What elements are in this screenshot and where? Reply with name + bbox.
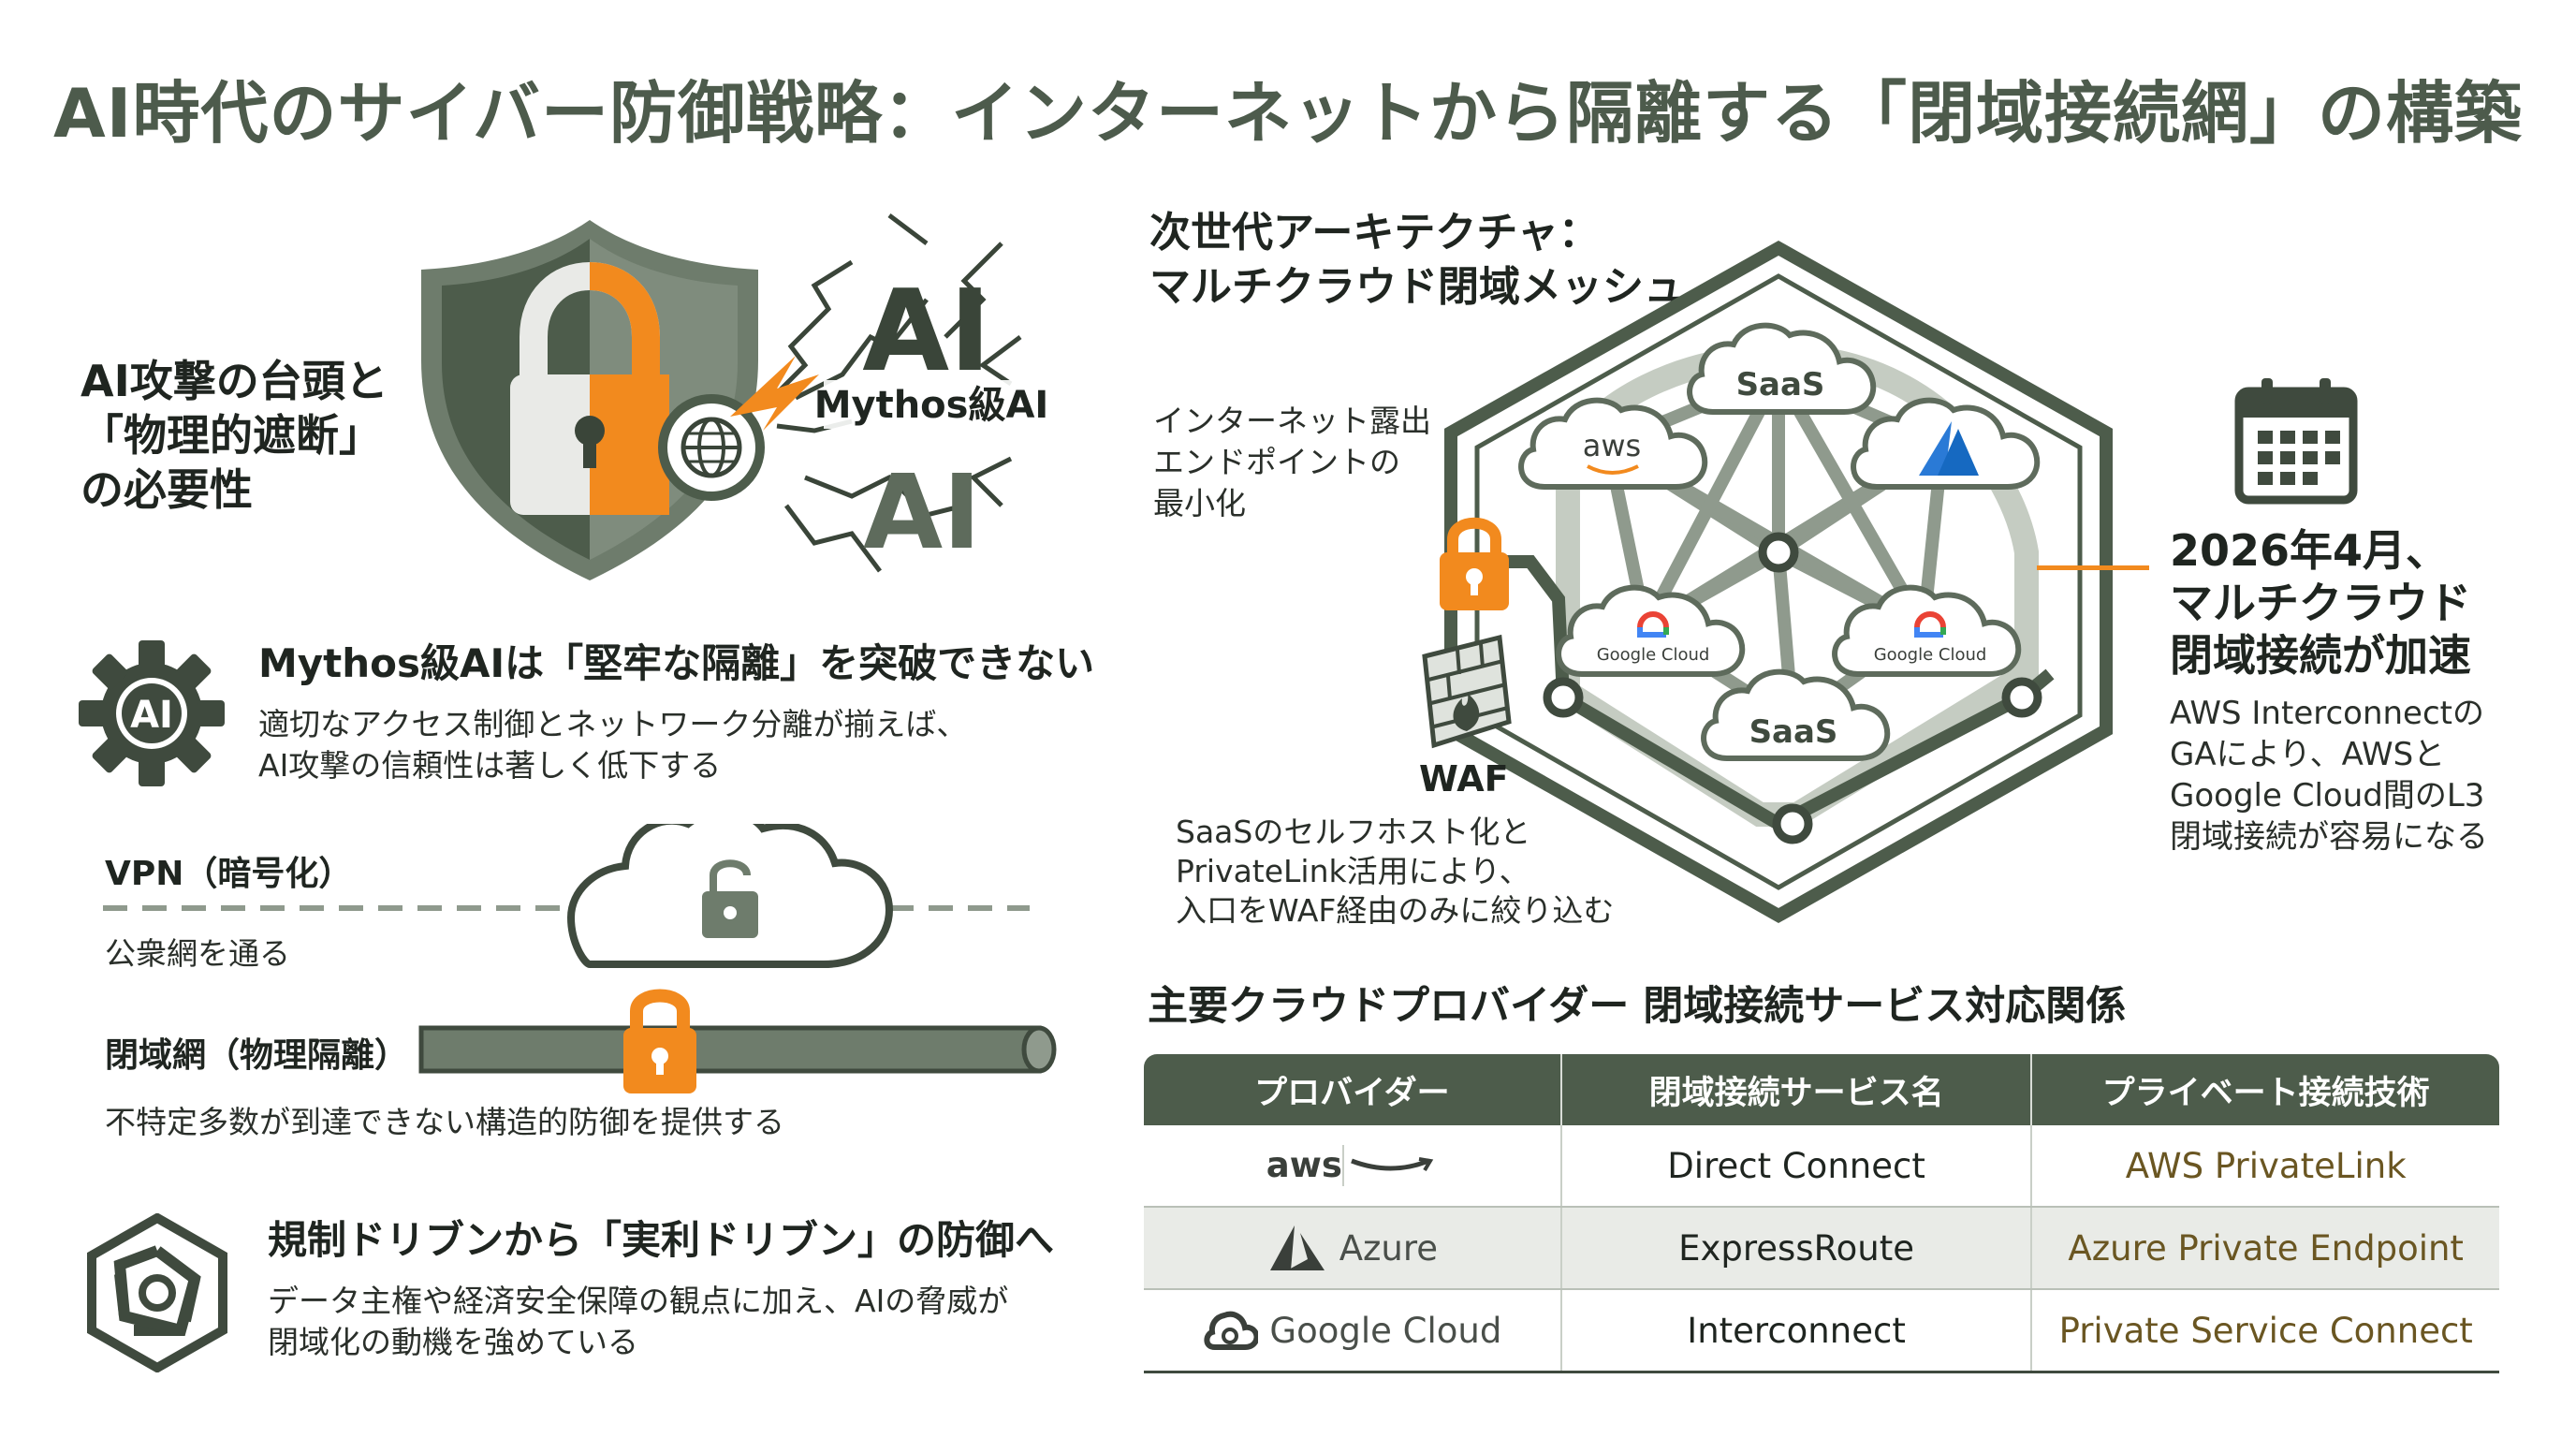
google-cloud-right: Google Cloud [1832, 584, 2022, 677]
news-body-line4: 閉域接続が容易になる [2170, 818, 2488, 856]
waf-label: WAF [1419, 758, 1509, 800]
calendar-icon [2234, 378, 2358, 505]
header-provider: プロバイダー [1144, 1054, 1562, 1125]
private-pipe [418, 1025, 1042, 1074]
table-heading: 主要クラウドプロバイダー 閉域接続サービス対応関係 [1148, 983, 2127, 1030]
tech-cell: AWS PrivateLink [2125, 1145, 2407, 1186]
architecture-heading-line2: マルチクラウド閉域メッシュ [1149, 263, 1685, 311]
provider-cell-azure: Azure [1144, 1208, 1562, 1288]
saas-label-bottom: SaaS [1749, 713, 1838, 751]
google-cloud-logo: Google Cloud [1202, 1310, 1501, 1351]
shield-attack-illustration: AI AI Mythos級AI [421, 213, 1049, 580]
section1-heading-line1: AI攻撃の台頭と [80, 356, 388, 406]
tech-cell: Private Service Connect [2058, 1310, 2473, 1351]
gear-ai-text: AI [130, 694, 173, 737]
architecture-heading: 次世代アーキテクチャ： マルチクラウド閉域メッシュ [1149, 206, 1685, 315]
news-body: AWS Interconnectの GAにより、AWSと Google Clou… [2170, 693, 2488, 858]
multicloud-mesh-diagram: SaaS aws Google Cloud Google Cloud SaaS [1444, 240, 2113, 924]
header-tech: プライベート接続技術 [2101, 1074, 2430, 1112]
internet-note-line1: インターネット露出 [1153, 403, 1431, 439]
section3-heading: 規制ドリブンから「実利ドリブン」の防御へ [268, 1217, 1055, 1263]
globe-icon [658, 394, 765, 501]
internet-note-line3: 最小化 [1153, 485, 1246, 521]
tech-cell: Azure Private Endpoint [2068, 1227, 2464, 1269]
ai-gear-icon: AI [79, 640, 225, 786]
provider-cell-google: Google Cloud [1144, 1290, 1562, 1371]
section1-heading-line3: の必要性 [80, 464, 253, 515]
news-body-line2: GAにより、AWSと [2170, 736, 2446, 773]
ai-large-text-top: AI [862, 267, 991, 397]
aws-cloud: aws [1518, 397, 1708, 490]
google-cloud-logo-icon-right [1914, 611, 1946, 638]
section2-heading: Mythos級AIは「堅牢な隔離」を突破できない [258, 640, 1095, 686]
padlock-icon [510, 261, 669, 515]
cloud-lock-icon [566, 824, 894, 968]
service-cell: Interconnect [1562, 1290, 2033, 1371]
section2-body-line2: AI攻撃の信頼性は著しく低下する [258, 747, 722, 784]
google-cloud-node-label-right: Google Cloud [1874, 645, 1987, 665]
page-title: AI時代のサイバー防御戦略：インターネットから隔離する「閉域接続網」の構築 [52, 74, 2524, 153]
table-header-row: プロバイダー 閉域接続サービス名 プライベート接続技術 [1144, 1054, 2499, 1125]
service-cell: Direct Connect [1562, 1125, 2033, 1206]
header-service: 閉域接続サービス名 [1562, 1054, 2033, 1125]
news-heading-line3: 閉域接続が加速 [2170, 630, 2471, 681]
waf-note: SaaSのセルフホスト化と PrivateLink活用により、 入口をWAF経由… [1176, 813, 1614, 931]
google-cloud-logo-icon [1204, 1311, 1259, 1350]
closed-network-label: 閉域網（物理隔離） [105, 1036, 409, 1075]
table-row: Google Cloud Interconnect Private Servic… [1144, 1290, 2499, 1373]
section2-body-line1: 適切なアクセス制御とネットワーク分離が揃えば、 [258, 706, 968, 742]
aws-smile-icon [1351, 1157, 1434, 1172]
news-heading: 2026年4月、 マルチクラウド 閉域接続が加速 [2170, 524, 2471, 682]
vpn-sub: 公衆網を通る [105, 935, 290, 972]
orange-spark-icon [730, 356, 819, 431]
table-row: Azure ExpressRoute Azure Private Endpoin… [1144, 1208, 2499, 1290]
azure-logo: Azure [1266, 1222, 1438, 1274]
vpn-label: VPN（暗号化） [105, 855, 353, 893]
waf-note-line2: PrivateLink活用により、 [1176, 853, 1530, 889]
network-padlock-icon [1440, 517, 1509, 610]
saas-cloud-bottom: SaaS [1701, 668, 1891, 761]
section3-body: データ主権や経済安全保障の観点に加え、AIの脅威が 閉域化の動機を強めている [268, 1281, 1008, 1363]
azure-cloud [1851, 397, 2041, 490]
service-cell: ExpressRoute [1562, 1208, 2033, 1288]
section2-body: 適切なアクセス制御とネットワーク分離が揃えば、 AI攻撃の信頼性は著しく低下する [258, 704, 967, 786]
provider-cell-aws: aws [1144, 1125, 1562, 1206]
news-body-line3: Google Cloud間のL3 [2170, 777, 2485, 814]
google-cloud-logo-text: Google Cloud [1269, 1310, 1502, 1351]
orange-padlock-icon [623, 989, 696, 1093]
saas-label-top: SaaS [1736, 366, 1825, 404]
news-heading-line1: 2026年4月、 [2170, 525, 2450, 576]
aws-node-label: aws [1583, 428, 1641, 463]
waf-firewall-icon [1422, 634, 1512, 749]
hex-shutter-icon [87, 1213, 227, 1372]
news-pointer-line [2037, 565, 2149, 570]
provider-table: プロバイダー 閉域接続サービス名 プライベート接続技術 aws Direct C… [1144, 1054, 2499, 1373]
section1-heading-line2: 「物理的遮断」 [80, 410, 382, 461]
section3-body-line1: データ主権や経済安全保障の観点に加え、AIの脅威が [268, 1283, 1009, 1319]
news-body-line1: AWS Interconnectの [2170, 695, 2484, 732]
closed-network-sub: 不特定多数が到達できない構造的防御を提供する [105, 1104, 784, 1140]
google-cloud-logo-icon [1637, 611, 1669, 638]
news-heading-line2: マルチクラウド [2170, 578, 2471, 628]
table-row: aws Direct Connect AWS PrivateLink [1144, 1125, 2499, 1208]
azure-logo-icon [1919, 421, 1952, 476]
internet-exposure-note: インターネット露出 エンドポイントの 最小化 [1153, 401, 1431, 524]
waf-note-line1: SaaSのセルフホスト化と [1176, 814, 1531, 850]
google-cloud-left: Google Cloud [1556, 584, 1746, 677]
waf-note-line3: 入口をWAF経由のみに絞り込む [1176, 892, 1615, 929]
google-cloud-node-label-left: Google Cloud [1597, 645, 1710, 665]
mythos-ai-label: Mythos級AI [814, 384, 1049, 427]
azure-logo-text: Azure [1339, 1227, 1439, 1269]
architecture-heading-line1: 次世代アーキテクチャ： [1149, 209, 1600, 257]
section1-heading: AI攻撃の台頭と 「物理的遮断」 の必要性 [80, 354, 388, 517]
saas-cloud-top: SaaS [1687, 322, 1877, 415]
internet-note-line2: エンドポイントの [1153, 444, 1400, 480]
azure-logo-icon [1269, 1225, 1325, 1270]
closed-network-pipe [418, 989, 1057, 1093]
ai-large-text-bottom: AI [863, 452, 981, 572]
section3-body-line2: 閉域化の動機を強めている [268, 1324, 638, 1360]
vpn-diagram [103, 824, 1030, 968]
aws-logo-text: aws [1266, 1145, 1344, 1186]
aws-logo: aws [1266, 1145, 1438, 1186]
